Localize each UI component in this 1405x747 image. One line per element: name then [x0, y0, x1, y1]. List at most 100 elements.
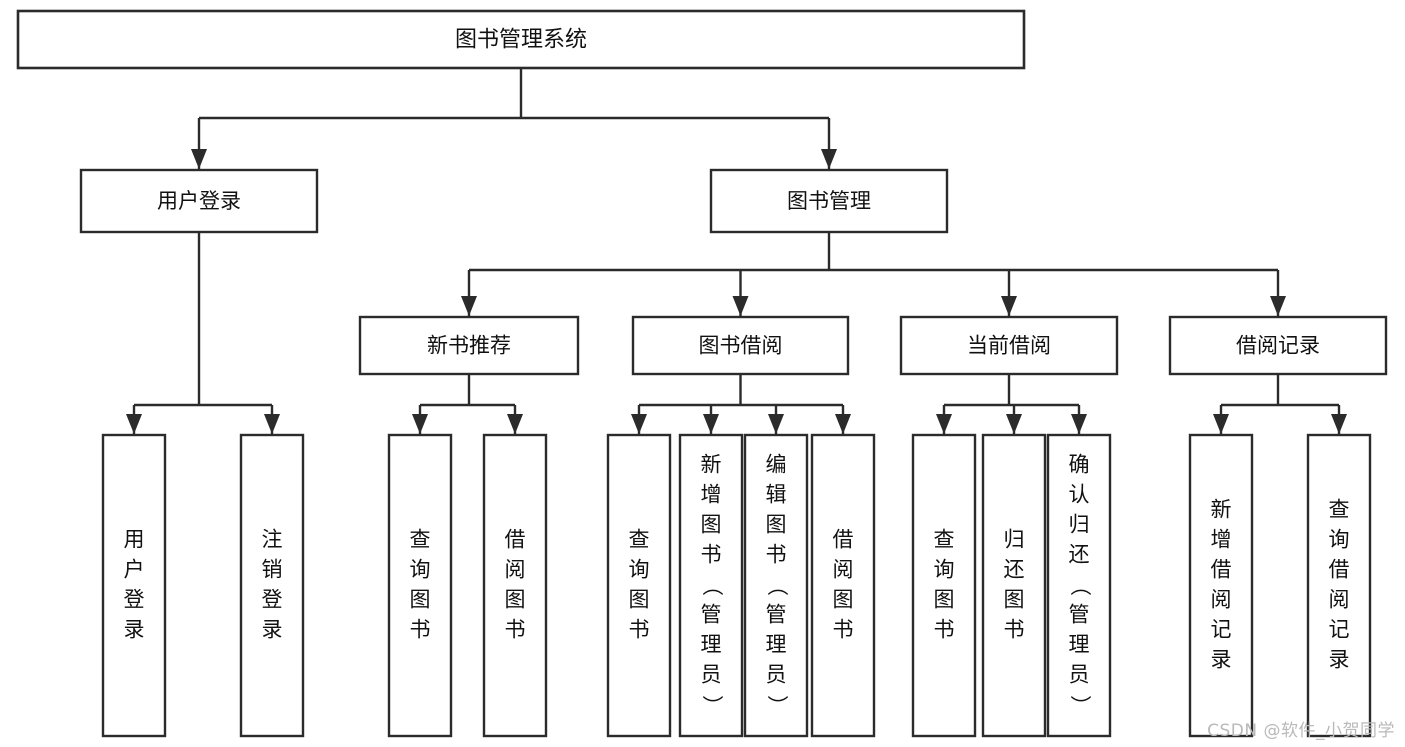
leaf-label-char: 阅: [505, 558, 526, 582]
arrow-head-icon: [936, 414, 952, 434]
leaf-label-char: 辑: [766, 483, 787, 507]
leaf-label-char: 询: [1329, 528, 1350, 552]
node-level2-当前借阅[interactable]: [899, 315, 1119, 376]
leaf-label-char: （: [765, 575, 789, 596]
leaf-label-char: 查: [629, 528, 650, 552]
connector-layer: [126, 68, 1347, 434]
leaf-label-char: 书: [701, 543, 722, 567]
node-leaf-查询借阅记录[interactable]: [1306, 433, 1372, 738]
arrow-head-icon: [1270, 296, 1286, 316]
node-level2-label: 借阅记录: [1236, 334, 1320, 358]
node-leaf-新增图书（管理员）[interactable]: [678, 433, 744, 738]
node-layer: 图书管理系统用户登录图书管理新书推荐图书借阅当前借阅借阅记录用户登录注销登录查询…: [16, 9, 1388, 738]
arrow-head-icon: [1001, 296, 1017, 316]
leaf-label-char: 询: [934, 558, 955, 582]
leaf-label-char: 录: [1211, 648, 1232, 672]
leaf-label-char: 管: [766, 603, 787, 627]
node-leaf-确认归还（管理员）[interactable]: [1046, 433, 1112, 738]
node-leaf-新增借阅记录[interactable]: [1188, 433, 1254, 738]
leaf-label-char: 阅: [1211, 588, 1232, 612]
leaf-label-char: 认: [1069, 483, 1090, 507]
leaf-label-char: 用: [124, 528, 145, 552]
leaf-label-char: 理: [701, 633, 722, 657]
node-leaf-借阅图书[interactable]: [482, 433, 548, 738]
leaf-label-char: 管: [1069, 603, 1090, 627]
node-level1-图书管理[interactable]: [709, 168, 949, 234]
arrow-head-icon: [821, 149, 837, 169]
leaf-label-char: 理: [1069, 633, 1090, 657]
leaf-label-char: 图: [701, 513, 722, 537]
node-leaf-查询图书[interactable]: [387, 433, 453, 738]
node-leaf-编辑图书（管理员）[interactable]: [743, 433, 809, 738]
node-level1-用户登录[interactable]: [79, 168, 319, 234]
node-leaf-查询图书[interactable]: [606, 433, 672, 738]
leaf-label-char: 登: [262, 588, 283, 612]
leaf-label-char: 新: [1211, 498, 1232, 522]
leaf-label-char: （: [1068, 575, 1092, 596]
leaf-label-char: 询: [629, 558, 650, 582]
leaf-label-char: 确: [1069, 453, 1090, 477]
node-level2-图书借阅[interactable]: [631, 315, 850, 376]
leaf-label-char: 书: [833, 618, 854, 642]
node-root-label: 图书管理系统: [455, 28, 587, 53]
arrow-head-icon: [126, 414, 142, 434]
leaf-label-char: 书: [629, 618, 650, 642]
leaf-label-char: 图: [629, 588, 650, 612]
node-level1-label: 图书管理: [787, 189, 871, 213]
leaf-label-char: 查: [934, 528, 955, 552]
leaf-label-char: 借: [833, 528, 854, 552]
leaf-label-char: 归: [1069, 513, 1090, 537]
node-leaf-归还图书[interactable]: [981, 433, 1047, 738]
leaf-label-char: 管: [701, 603, 722, 627]
node-level2-借阅记录[interactable]: [1168, 315, 1388, 376]
watermark-text: CSDN @软件_小贺同学: [1207, 721, 1395, 741]
arrow-head-icon: [264, 414, 280, 434]
leaf-label-char: 书: [766, 543, 787, 567]
leaf-label-char: 录: [262, 618, 283, 642]
leaf-label-char: 记: [1211, 618, 1232, 642]
leaf-label-char: 增: [701, 483, 722, 507]
leaf-label-char: 员: [1069, 663, 1090, 687]
node-leaf-注销登录[interactable]: [239, 433, 305, 738]
leaf-label-char: 录: [1329, 648, 1350, 672]
leaf-label-char: 借: [1211, 558, 1232, 582]
arrow-head-icon: [732, 296, 749, 316]
leaf-label-char: 员: [766, 663, 787, 687]
leaf-label-char: 图: [766, 513, 787, 537]
node-level2-label: 当前借阅: [967, 334, 1051, 358]
leaf-label-char: 询: [410, 558, 431, 582]
leaf-label-char: 书: [1004, 618, 1025, 642]
node-leaf-借阅图书[interactable]: [810, 433, 876, 738]
leaf-label-char: 图: [934, 588, 955, 612]
leaf-label-char: 图: [1004, 588, 1025, 612]
leaf-label-char: 书: [505, 618, 526, 642]
leaf-label-char: 查: [1329, 498, 1350, 522]
arrow-head-icon: [835, 414, 851, 434]
leaf-label-char: 还: [1069, 543, 1090, 567]
leaf-label-char: ）: [765, 695, 789, 716]
node-level2-label: 图书借阅: [699, 334, 783, 358]
node-leaf-用户登录[interactable]: [101, 433, 167, 738]
leaf-label-char: 登: [124, 588, 145, 612]
node-leaf-查询图书[interactable]: [911, 433, 977, 738]
node-level2-新书推荐[interactable]: [358, 315, 580, 376]
leaf-label-char: 员: [701, 663, 722, 687]
leaf-label-char: 图: [410, 588, 431, 612]
arrow-head-icon: [507, 414, 523, 434]
leaf-label-char: 新: [701, 453, 722, 477]
leaf-label-char: 借: [1329, 558, 1350, 582]
node-root-图书管理系统[interactable]: [16, 9, 1026, 70]
leaf-label-char: 记: [1329, 618, 1350, 642]
